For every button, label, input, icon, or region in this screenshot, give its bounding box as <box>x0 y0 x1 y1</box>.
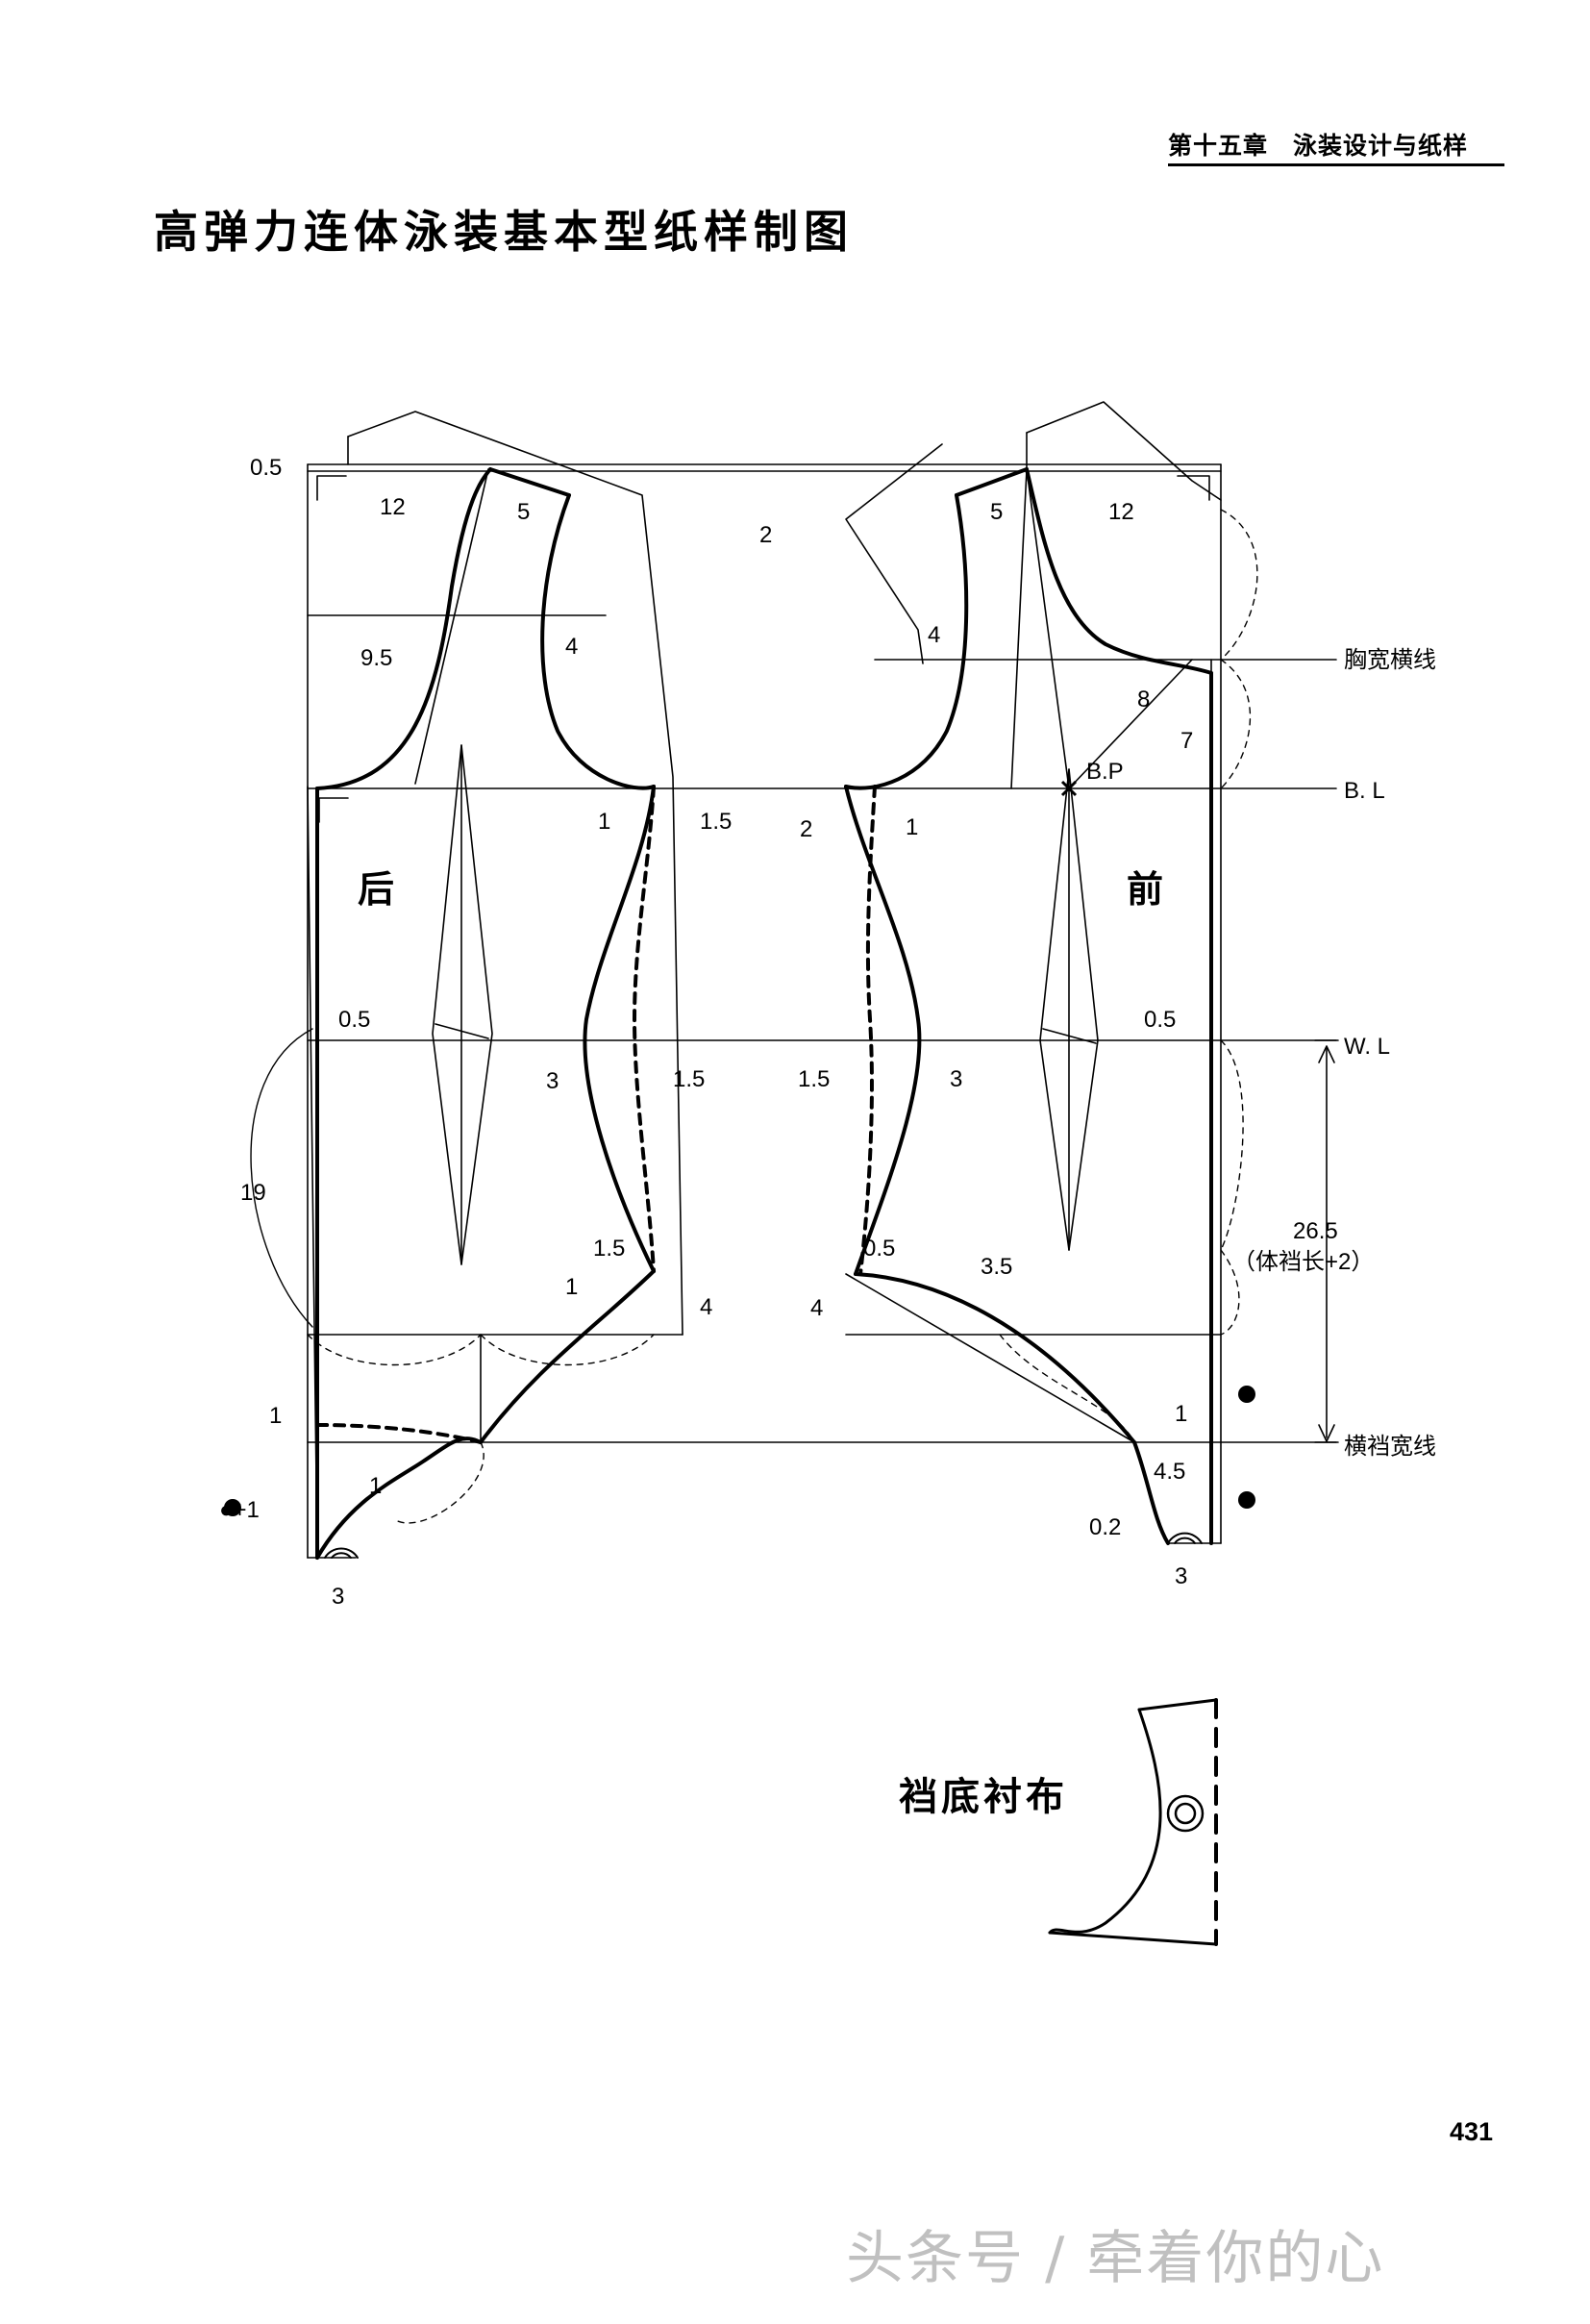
bust-line-label: B. L <box>1344 778 1385 804</box>
dim-back-19: 19 <box>240 1180 266 1206</box>
dim-back-wl-3: 3 <box>546 1068 559 1094</box>
waist-line-label: W. L <box>1344 1034 1390 1060</box>
dim-front-bl-2: 2 <box>800 816 812 842</box>
dim-back-top-offset: 0.5 <box>250 455 282 481</box>
dim-back-bottom-3: 3 <box>332 1584 344 1610</box>
dim-back-wl-1-5: 1.5 <box>673 1066 705 1092</box>
dim-front-4: 4 <box>928 622 940 648</box>
bust-point-mark <box>1060 780 1078 797</box>
dim-front-crotch-1: 1 <box>1175 1401 1187 1427</box>
dim-front-crotch-0-2: 0.2 <box>1089 1514 1121 1540</box>
dim-back-4: 4 <box>565 634 578 660</box>
dim-front-wl-3: 3 <box>950 1066 962 1092</box>
crotch-lining-piece <box>1048 1698 1218 1946</box>
back-outline <box>315 467 656 1560</box>
dim-front-hip-3-5: 3.5 <box>981 1254 1012 1280</box>
dim-front-crotch-4-5: 4.5 <box>1154 1459 1185 1485</box>
dim-back-bl-1-5: 1.5 <box>700 809 732 835</box>
back-19-arc <box>250 1028 313 1328</box>
front-scallop-arcs <box>999 509 1258 1443</box>
watermark: 头条号 / 牵着你的心 <box>846 2225 1385 2292</box>
front-piece-label: 前 <box>1127 870 1163 911</box>
dim-front-shoulder-5: 5 <box>990 499 1003 525</box>
dim-back-hip-1-5: 1.5 <box>593 1236 625 1262</box>
dim-front-8: 8 <box>1137 687 1150 712</box>
dim-front-shoulder-12: 12 <box>1108 499 1134 525</box>
marker-dots <box>224 1386 1255 1516</box>
header-rule <box>1168 163 1504 166</box>
dim-front-bottom-3: 3 <box>1175 1563 1187 1589</box>
back-construction-lines <box>307 411 683 1559</box>
back-piece-label: 后 <box>358 870 394 911</box>
dim-back-wl-0-5: 0.5 <box>338 1007 370 1033</box>
chest-width-line-label: 胸宽横线 <box>1344 647 1436 673</box>
dim-front-7: 7 <box>1180 728 1193 754</box>
bust-point-label: B.P <box>1086 759 1124 785</box>
dim-dot-plus-one: ●+1 <box>219 1497 260 1523</box>
crotch-width-line-label: 横裆宽线 <box>1344 1434 1436 1460</box>
back-dashed-lines <box>315 785 656 1444</box>
dim-front-wl-1-5: 1.5 <box>798 1066 830 1092</box>
front-dashed-lines <box>858 785 877 1276</box>
dim-front-wl-0-5: 0.5 <box>1144 1007 1176 1033</box>
crotch-length-formula: （体裆长+2） <box>1232 1249 1374 1275</box>
dim-neck-drop: 2 <box>759 522 772 548</box>
page-title: 高弹力连体泳装基本型纸样制图 <box>154 206 854 258</box>
page-number: 431 <box>1450 2117 1494 2146</box>
dim-front-hip-4: 4 <box>810 1295 823 1321</box>
dim-back-9-5: 9.5 <box>360 645 392 671</box>
crotch-seam-marks <box>324 1532 1203 1559</box>
dim-back-hip-1: 1 <box>565 1274 578 1300</box>
dim-back-shoulder-5: 5 <box>517 499 530 525</box>
dim-back-bl-1: 1 <box>598 809 610 835</box>
dim-back-shoulder-12: 12 <box>380 494 406 520</box>
chapter-header: 第十五章 泳装设计与纸样 <box>1168 132 1469 160</box>
front-construction-lines <box>845 401 1222 1544</box>
crotch-length-value: 26.5 <box>1293 1218 1338 1244</box>
crotch-length-arrow <box>1314 1039 1339 1443</box>
back-scallop-arcs <box>307 1334 655 1524</box>
dim-back-hip-4: 4 <box>700 1294 712 1320</box>
crotch-lining-label: 裆底衬布 <box>899 1776 1068 1818</box>
dim-back-crotch-1a: 1 <box>269 1403 282 1429</box>
dim-back-crotch-1b: 1 <box>369 1473 382 1499</box>
dim-front-hip-0-5: 0.5 <box>863 1236 895 1262</box>
dim-front-bl-1: 1 <box>906 814 918 840</box>
